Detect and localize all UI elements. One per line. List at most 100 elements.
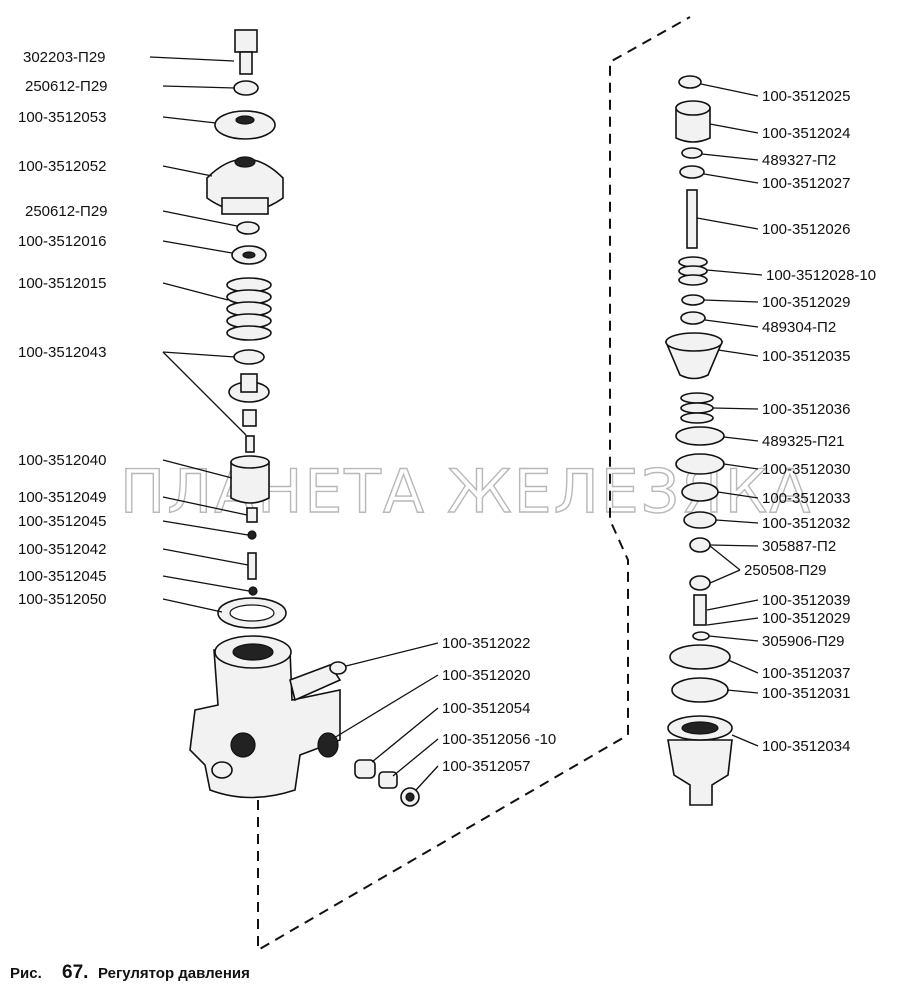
- r-washer-3: [681, 294, 705, 306]
- figure-caption: Рис. 67. Регулятор давления: [10, 962, 250, 983]
- caption-title: Регулятор давления: [98, 965, 250, 982]
- part-label: 100-3512031: [762, 685, 850, 702]
- ball-2: [248, 586, 258, 596]
- cap-hole: [235, 115, 255, 125]
- part-label: 250508-П29: [744, 562, 827, 579]
- part-label: 100-3512025: [762, 88, 850, 105]
- cup-top: [230, 455, 270, 469]
- main-body: [189, 635, 342, 799]
- filter-screen-center: [405, 792, 415, 802]
- part-label: 100-3512054: [442, 700, 530, 717]
- r-cone-top: [665, 332, 723, 352]
- small-bushing: [242, 409, 257, 427]
- part-label: 100-3512043: [18, 344, 106, 361]
- r-housing: [667, 715, 733, 806]
- fitting: [354, 759, 376, 779]
- nut-2: [236, 221, 260, 235]
- part-label: 100-3512045: [18, 568, 106, 585]
- screen-holder: [378, 771, 398, 789]
- part-label: 100-3512020: [442, 667, 530, 684]
- spring: [226, 277, 272, 341]
- rod: [247, 552, 257, 580]
- part-label: 250612-П29: [25, 203, 108, 220]
- r-spring-1: [678, 256, 708, 286]
- r-spring-2: [680, 392, 714, 424]
- part-label: 100-3512040: [18, 452, 106, 469]
- part-label: 100-3512037: [762, 665, 850, 682]
- part-label: 100-3512035: [762, 348, 850, 365]
- small-spring: [246, 507, 258, 523]
- part-label: 100-3512049: [18, 489, 106, 506]
- dome-hole: [234, 156, 256, 168]
- r-oring-1: [681, 147, 703, 159]
- part-label: 100-3512016: [18, 233, 106, 250]
- part-label: 100-3512029: [762, 294, 850, 311]
- caption-number: 67.: [62, 962, 88, 983]
- r-threaded-rod: [693, 594, 707, 626]
- bolt-shank: [239, 51, 253, 75]
- bolt-head: [234, 29, 258, 53]
- part-label: 100-3512052: [18, 158, 106, 175]
- part-label: 100-3512057: [442, 758, 530, 775]
- disk-2-boss: [240, 373, 258, 393]
- plug: [329, 661, 347, 675]
- ring-inner: [229, 604, 275, 622]
- r-ring-1: [675, 426, 725, 446]
- part-label: 100-3512042: [18, 541, 106, 558]
- r-ring-2: [675, 453, 725, 475]
- dashed-connector: [257, 16, 691, 952]
- r-cap-top: [675, 100, 711, 116]
- left-assembly: [189, 29, 420, 807]
- part-label: 305906-П29: [762, 633, 845, 650]
- r-valve: [681, 482, 719, 502]
- part-label: 100-3512029: [762, 610, 850, 627]
- part-label: 305887-П2: [762, 538, 836, 555]
- part-label: 100-3512027: [762, 175, 850, 192]
- disk-1: [233, 349, 265, 365]
- middle-labels: 100-3512022 100-3512020 100-3512054 100-…: [442, 635, 556, 775]
- r-washer-4: [683, 511, 717, 529]
- r-washer-5: [692, 631, 710, 641]
- ball-1: [247, 530, 257, 540]
- part-label: 100-3512030: [762, 461, 850, 478]
- r-nut-2: [689, 575, 711, 591]
- r-cap: [675, 107, 711, 143]
- leaders-left: [149, 56, 250, 613]
- r-oring-2: [680, 311, 706, 325]
- r-washer-top: [678, 75, 702, 89]
- r-ring-4: [671, 677, 729, 703]
- caption-prefix: Рис.: [10, 965, 42, 982]
- part-label: 100-3512026: [762, 221, 850, 238]
- part-label: 100-3512039: [762, 592, 850, 609]
- part-label: 489325-П21: [762, 433, 845, 450]
- part-label: 100-3512053: [18, 109, 106, 126]
- dome-thread: [221, 197, 269, 215]
- part-label: 302203-П29: [23, 49, 106, 66]
- right-labels: 100-3512025 100-3512024 489327-П2 100-35…: [744, 88, 876, 755]
- part-label: 100-3512050: [18, 591, 106, 608]
- cap: [214, 110, 276, 140]
- part-label: 100-3512015: [18, 275, 106, 292]
- part-label: 489304-П2: [762, 319, 836, 336]
- cup: [230, 461, 270, 504]
- part-label: 100-3512022: [442, 635, 530, 652]
- part-label: 100-3512033: [762, 490, 850, 507]
- left-labels: 302203-П29 250612-П29 100-3512053 100-35…: [18, 49, 108, 608]
- part-label: 250612-П29: [25, 78, 108, 95]
- pin: [245, 435, 255, 453]
- part-label: 100-3512028-10: [766, 267, 876, 284]
- leaders-right: [696, 83, 763, 747]
- r-cone: [664, 341, 724, 380]
- r-ring-3: [669, 644, 731, 670]
- part-label: 489327-П2: [762, 152, 836, 169]
- part-label: 100-3512034: [762, 738, 850, 755]
- washer-hole: [242, 251, 256, 259]
- part-label: 100-3512036: [762, 401, 850, 418]
- leaders-middle: [333, 642, 439, 791]
- r-stem: [686, 189, 698, 249]
- right-assembly: [664, 75, 733, 806]
- part-label: 100-3512024: [762, 125, 850, 142]
- r-nut-1: [689, 537, 711, 553]
